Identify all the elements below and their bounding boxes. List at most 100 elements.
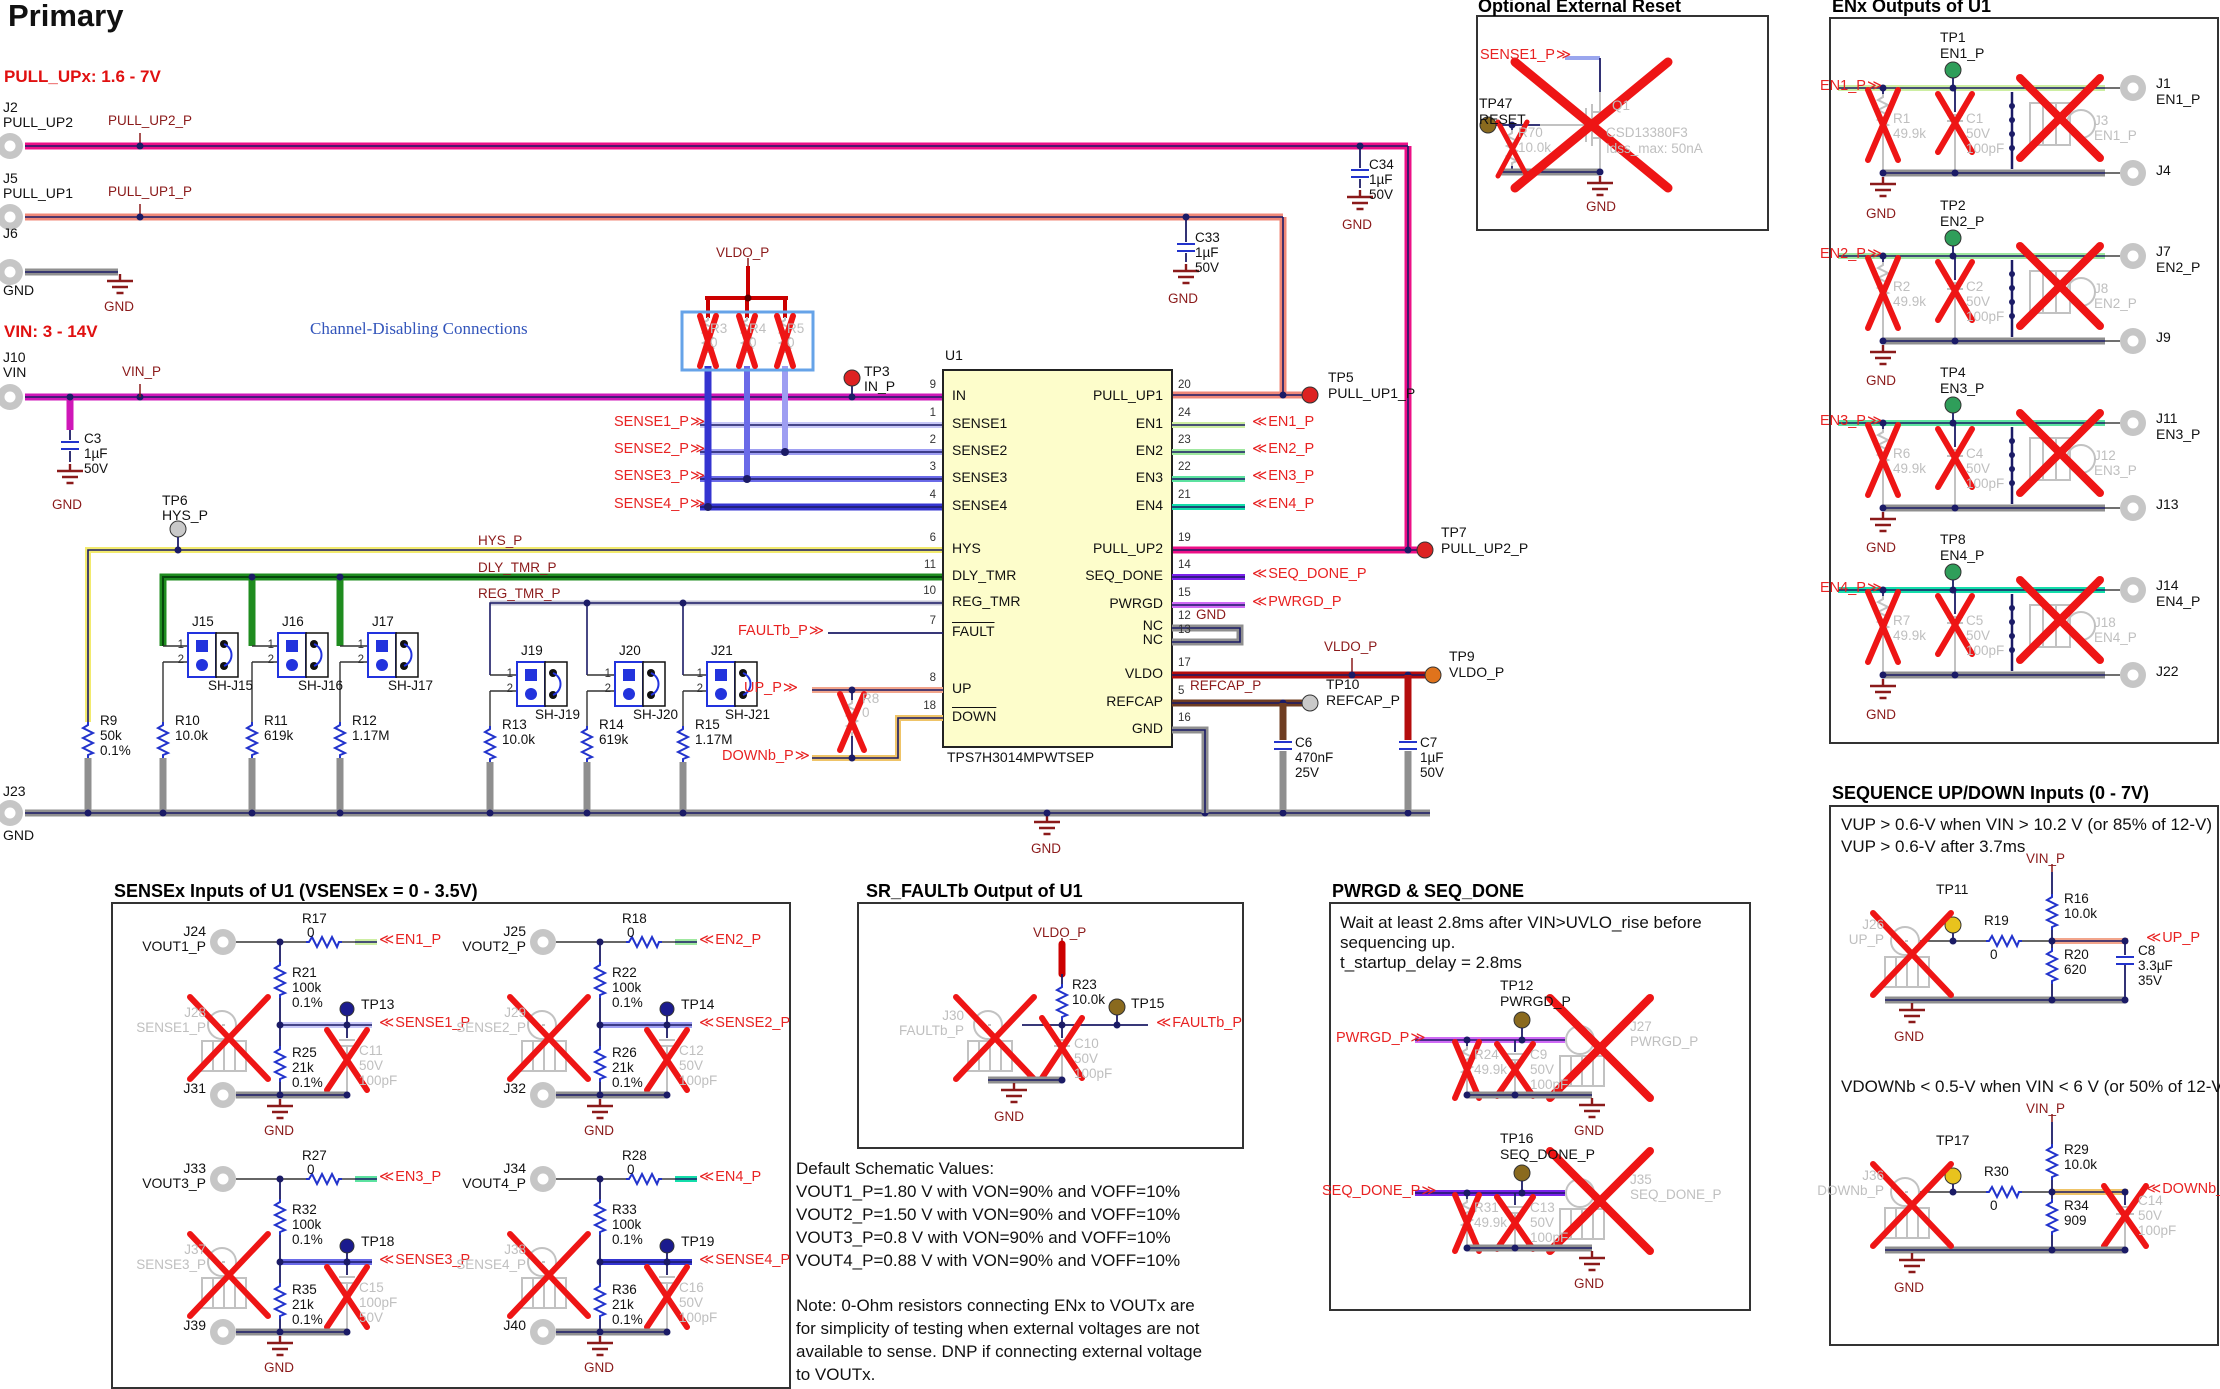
j18-ref: J18 — [2094, 615, 2116, 630]
tp9-name: VLDO_P — [1449, 664, 1505, 680]
j21-pin2: 2 — [696, 683, 703, 695]
c6-val: 470nF — [1295, 750, 1334, 765]
u1-num-5: 5 — [1178, 685, 1185, 697]
c10-val: 100pF — [1074, 1066, 1113, 1081]
j22-ref: J22 — [2156, 663, 2179, 679]
arr-sense4-p: SENSE4_P — [614, 496, 705, 512]
j6-ref: J6 — [3, 225, 18, 241]
arr-faultb-p: FAULTb_P — [738, 623, 824, 639]
r4-ref: R4 — [749, 321, 767, 336]
tp13-ref: TP13 — [361, 996, 395, 1012]
u1-pin-sense2: SENSE2 — [952, 442, 1008, 458]
c14-ref: C14 — [2138, 1193, 2163, 1208]
note-line-3: available to sense. DNP if connecting ex… — [796, 1342, 1203, 1361]
j29-ref: J29 — [504, 1005, 526, 1020]
j36-name: DOWNb_P — [1817, 1183, 1884, 1198]
u1-num-20: 20 — [1178, 379, 1191, 391]
r26-ref: R26 — [612, 1045, 637, 1060]
gnd-en4: GND — [1866, 707, 1896, 722]
reset-box-title: Optional External Reset — [1478, 0, 1682, 16]
r26-tol: 0.1% — [612, 1075, 643, 1090]
j2-ref: J2 — [3, 99, 18, 115]
u1-pin-sense4: SENSE4 — [952, 497, 1008, 513]
c9-volt: 50V — [1530, 1062, 1555, 1077]
j21-ref: J21 — [711, 643, 733, 658]
tp3-ref: TP3 — [864, 363, 890, 379]
c33-val: 1µF — [1195, 245, 1219, 260]
j7-name: EN2_P — [2156, 259, 2201, 275]
c14-volt: 50V — [2138, 1208, 2163, 1223]
c7-volt: 50V — [1420, 765, 1445, 780]
arr-sense1-p-reset: SENSE1_P — [1480, 47, 1571, 63]
j21-pin1: 1 — [696, 668, 703, 680]
r25-tol: 0.1% — [292, 1075, 323, 1090]
arr-en2-p-out: EN2_P — [1820, 246, 1882, 262]
c1-volt: 50V — [1966, 126, 1991, 141]
j9-ref: J9 — [2156, 329, 2171, 345]
u1-num-13: 13 — [1178, 624, 1191, 636]
j8-name: EN2_P — [2094, 296, 2137, 311]
tp2-ref: TP2 — [1940, 197, 1966, 213]
r34-ref: R34 — [2064, 1198, 2089, 1213]
u1-pin-nc12: NC — [1142, 617, 1163, 633]
net-refcap-p: REFCAP_P — [1190, 678, 1262, 693]
tp16-ref: TP16 — [1500, 1130, 1534, 1146]
j33-name: VOUT3_P — [142, 1175, 206, 1191]
pullup-range-note: PULL_UPx: 1.6 - 7V — [4, 67, 161, 86]
sense-inputs-box — [111, 902, 791, 1389]
shj17-ref: SH-J17 — [388, 678, 434, 693]
r33-tol: 0.1% — [612, 1232, 643, 1247]
tp5-name: PULL_UP1_P — [1328, 385, 1416, 401]
j20-pin1: 1 — [604, 668, 611, 680]
pwrgd-box-title: PWRGD & SEQ_DONE — [1332, 881, 1525, 901]
tp3-name: IN_P — [864, 378, 896, 394]
c15-val: 100pF — [359, 1295, 398, 1310]
c33-ref: C33 — [1195, 230, 1220, 245]
tp19-ref: TP19 — [681, 1233, 715, 1249]
pwrgd-note-3: t_startup_delay = 2.8ms — [1340, 953, 1522, 972]
gnd-reset: GND — [1586, 199, 1616, 214]
j10-ref: J10 — [3, 349, 26, 365]
j17-pin2: 2 — [357, 654, 364, 666]
default-vout2: VOUT2_P=1.50 V with VON=90% and VOFF=10% — [796, 1205, 1181, 1224]
gnd-fault: GND — [994, 1109, 1024, 1124]
tp1-ref: TP1 — [1940, 29, 1966, 45]
arr-en2-p: EN2_P — [1252, 441, 1314, 457]
gnd-nc: GND — [1196, 607, 1226, 622]
j27-ref: J27 — [1630, 1019, 1652, 1034]
r24-ref: R24 — [1474, 1047, 1499, 1062]
c2-volt: 50V — [1966, 294, 1991, 309]
u1-num-23: 23 — [1178, 434, 1191, 446]
r6-ref: R6 — [1893, 446, 1911, 461]
tp1-name: EN1_P — [1940, 45, 1985, 61]
j39-ref: J39 — [183, 1317, 206, 1333]
j37-name: SENSE3_P — [136, 1257, 206, 1272]
u1-num-19: 19 — [1178, 532, 1191, 544]
r21-val: 100k — [292, 980, 322, 995]
j31-ref: J31 — [183, 1080, 206, 1096]
shj21-ref: SH-J21 — [725, 707, 771, 722]
c10-volt: 50V — [1074, 1051, 1099, 1066]
j19-pin2: 2 — [506, 683, 513, 695]
tp14-ref: TP14 — [681, 996, 715, 1012]
r32-tol: 0.1% — [292, 1232, 323, 1247]
net-vin-wires — [25, 393, 943, 430]
tp16-name: SEQ_DONE_P — [1500, 1146, 1595, 1162]
net-reg-wires — [489, 599, 943, 675]
j25-name: VOUT2_P — [462, 938, 526, 954]
u1-ref: U1 — [945, 347, 963, 363]
arr-downb-p-seq: DOWNb_P — [2146, 1181, 2220, 1197]
j6-gnd — [25, 268, 135, 295]
j25-ref: J25 — [503, 923, 526, 939]
r32-val: 100k — [292, 1217, 322, 1232]
arr-en3-p: EN3_P — [1252, 468, 1314, 484]
gnd-en1: GND — [1866, 206, 1896, 221]
default-vout4: VOUT4_P=0.88 V with VON=90% and VOFF=10% — [796, 1251, 1181, 1270]
j35-name: SEQ_DONE_P — [1630, 1187, 1722, 1202]
u1-num-17: 17 — [1178, 657, 1191, 669]
j30-ref: J30 — [942, 1008, 964, 1023]
arr-up-p: UP_P — [744, 680, 798, 696]
r22-tol: 0.1% — [612, 995, 643, 1010]
seq-box-title: SEQUENCE UP/DOWN Inputs (0 - 7V) — [1832, 783, 2150, 803]
